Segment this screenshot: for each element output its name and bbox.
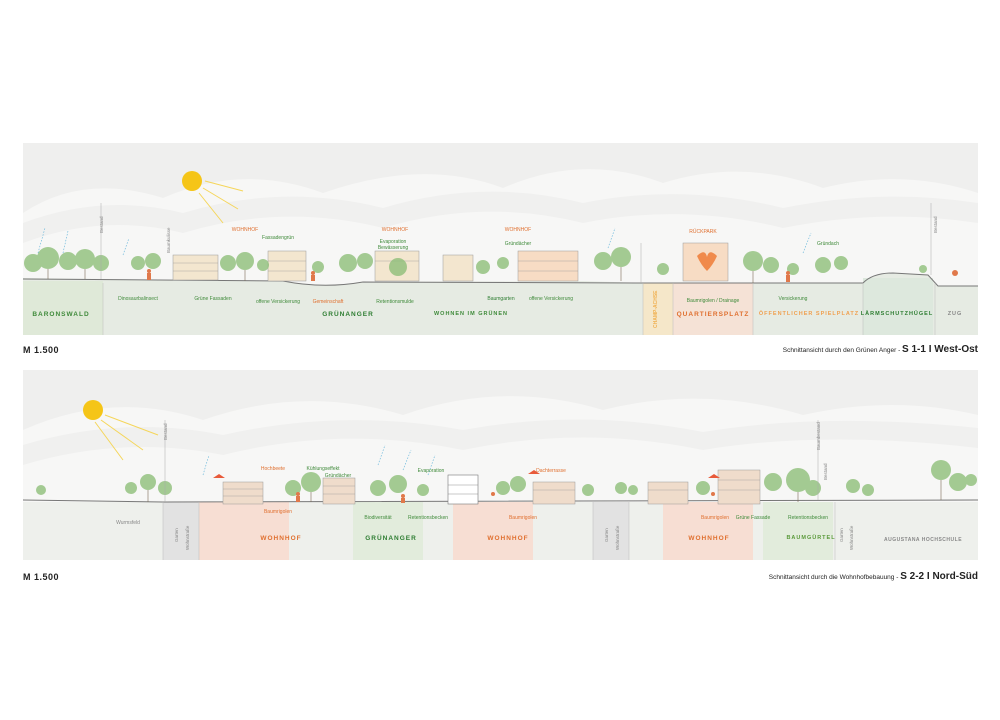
annotation: offene Versickerung xyxy=(528,296,574,302)
annotation: WOHNHOF xyxy=(231,227,259,233)
zone-label: GRÜNANGER xyxy=(322,311,374,318)
trees xyxy=(36,460,977,496)
caption-text: Schnittansicht durch den Grünen Anger - xyxy=(782,347,903,354)
building xyxy=(222,481,264,505)
vertical-label: Garten xyxy=(174,528,179,542)
annotation: Retentionsbecken xyxy=(787,515,829,521)
section-2-drawing xyxy=(23,370,978,560)
annotation: Gemeinschaft xyxy=(312,299,344,305)
building xyxy=(682,242,729,282)
building xyxy=(322,477,356,505)
annotation: Kühlungseffekt xyxy=(306,466,340,472)
vertical-label: Bestand xyxy=(933,216,938,233)
zone-label: BAUMGÜRTEL xyxy=(786,535,836,541)
section-1-drawing xyxy=(23,143,978,335)
annotation: Baumgarten xyxy=(487,296,515,302)
annotation: WOHNHOF xyxy=(504,227,532,233)
vertical-label: Baumkulisse xyxy=(166,227,171,253)
annotation: Baumrigolen xyxy=(508,515,538,521)
annotation: Baumrigolen / Drainage xyxy=(686,298,740,304)
zone-label: BARONSWALD xyxy=(32,311,90,318)
sun-icon xyxy=(83,400,159,461)
scale-label: M 1.500 xyxy=(23,572,60,582)
annotation: Bewässerung xyxy=(377,245,409,251)
annotation: Grüne Fassade xyxy=(735,515,771,521)
zone-label: CHAMP-ACHSE xyxy=(653,290,659,329)
annotation: offene Versickerung xyxy=(255,299,301,305)
trees xyxy=(24,247,927,276)
vertical-label: Wohnstraße xyxy=(185,525,190,550)
building xyxy=(717,469,761,505)
building xyxy=(172,254,219,281)
annotation: Baumrigolen xyxy=(700,515,730,521)
zone-label: WOHNHOF xyxy=(260,535,302,542)
annotation: Dachterrasse xyxy=(536,468,566,474)
annotation: Gründächer xyxy=(504,241,532,247)
annotation: Retentionsmulde xyxy=(376,299,414,305)
zone-label: WOHNEN IM GRÜNEN xyxy=(433,311,509,317)
annotation: Grüne Fassaden xyxy=(194,296,232,302)
annotation: Fassadengrün xyxy=(262,235,294,241)
vertical-label: Garten xyxy=(604,528,609,542)
section-view-west-east: WOHNHOF Fassadengrün WOHNHOF Evaporation… xyxy=(23,143,978,335)
zone-label: ÖFFENTLICHER SPIELPLATZ xyxy=(758,311,860,317)
zone-label: ZUG xyxy=(947,311,963,317)
zone-label: WOHNHOF xyxy=(688,535,730,542)
annotation: Dinosaurbalinsect xyxy=(118,296,158,302)
section-view-north-south: Hochbeete Kühlungseffekt Gründächer Evap… xyxy=(23,370,978,560)
annotation: Gründächer xyxy=(324,473,352,479)
vertical-label: Bestand xyxy=(823,463,828,480)
building xyxy=(517,250,579,282)
building xyxy=(447,474,479,505)
annotation: Versickerung xyxy=(778,296,808,302)
vertical-label: Bestand xyxy=(99,216,104,233)
annotation: Retentionsbecken xyxy=(407,515,449,521)
caption-title: S 1-1 I West-Ost xyxy=(902,344,978,355)
zone-label: GRÜNANGER xyxy=(365,535,417,542)
sun-icon xyxy=(182,171,244,224)
vertical-label: Wohnstraße xyxy=(849,525,854,550)
caption-text: Schnittansicht durch die Wohnhofbebauung… xyxy=(768,574,901,581)
vertical-label: Garten xyxy=(839,528,844,542)
zone-label: QUARTIERSPLATZ xyxy=(676,311,750,318)
annotation: Wurmsfeld xyxy=(116,520,140,526)
section-caption: Schnittansicht durch die Wohnhofbebauung… xyxy=(769,571,978,582)
annotation: RÜCKPARK xyxy=(689,229,717,235)
zone-label: AUGUSTANA HOCHSCHULE xyxy=(883,537,963,543)
annotation: Evaporation xyxy=(417,468,445,474)
annotation: Baumrigolen xyxy=(263,509,293,515)
building xyxy=(532,481,576,505)
building xyxy=(647,481,689,505)
vertical-label: Bestand xyxy=(163,423,168,440)
annotation: Gründach xyxy=(817,241,839,247)
vertical-label: Wohnstraße xyxy=(615,525,620,550)
annotation: WOHNHOF xyxy=(381,227,409,233)
annotation: Hochbeete xyxy=(260,466,286,472)
annotation: Evaporation xyxy=(379,239,407,245)
annotation: Biodiversität xyxy=(364,515,392,521)
section-caption: Schnittansicht durch den Grünen Anger - … xyxy=(783,344,978,355)
building xyxy=(442,254,474,282)
caption-title: S 2-2 I Nord-Süd xyxy=(900,571,978,582)
zone-label: LÄRMSCHUTZHÜGEL xyxy=(860,311,934,317)
building xyxy=(267,250,307,282)
zone-label: WOHNHOF xyxy=(487,535,529,542)
vertical-label: Baumbestand xyxy=(816,422,821,450)
scale-label: M 1.500 xyxy=(23,345,60,355)
